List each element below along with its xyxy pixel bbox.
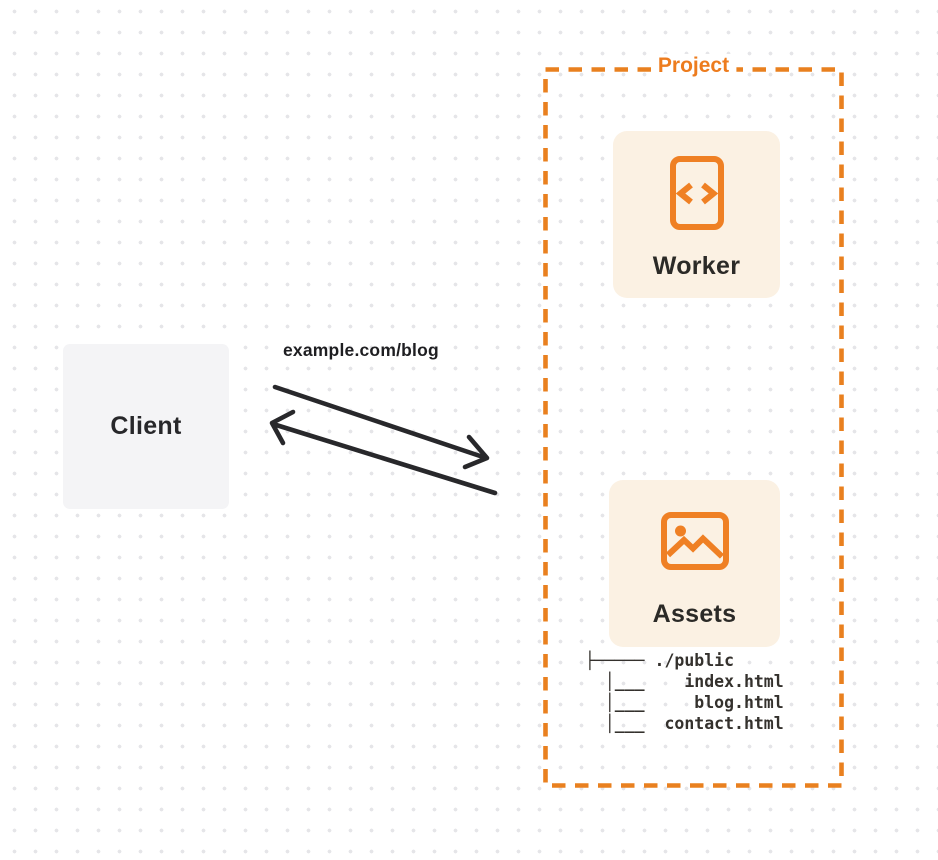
project-label: Project [650,54,737,78]
code-file-icon [669,156,724,230]
arrow-right-icon [272,384,490,470]
file-tree-item: │___ index.html [585,672,784,691]
assets-file-tree: ├───── ./public │___ index.html │___ blo… [585,650,784,734]
file-tree-item: │___ blog.html [585,693,784,712]
assets-label: Assets [652,600,737,628]
arrow-left-icon [269,409,498,496]
client-label: Client [110,412,182,440]
request-url-label: example.com/blog [283,340,439,360]
project-boundary: Project Worker Assets ├───── ./public │_… [543,54,844,788]
client-node: Client [63,344,229,509]
assets-card: Assets [609,480,780,647]
file-tree-root: ├───── ./public [585,651,735,670]
file-tree-item: │___ contact.html [585,714,784,733]
worker-card: Worker [613,131,780,298]
image-icon [660,512,729,570]
worker-label: Worker [652,252,741,280]
